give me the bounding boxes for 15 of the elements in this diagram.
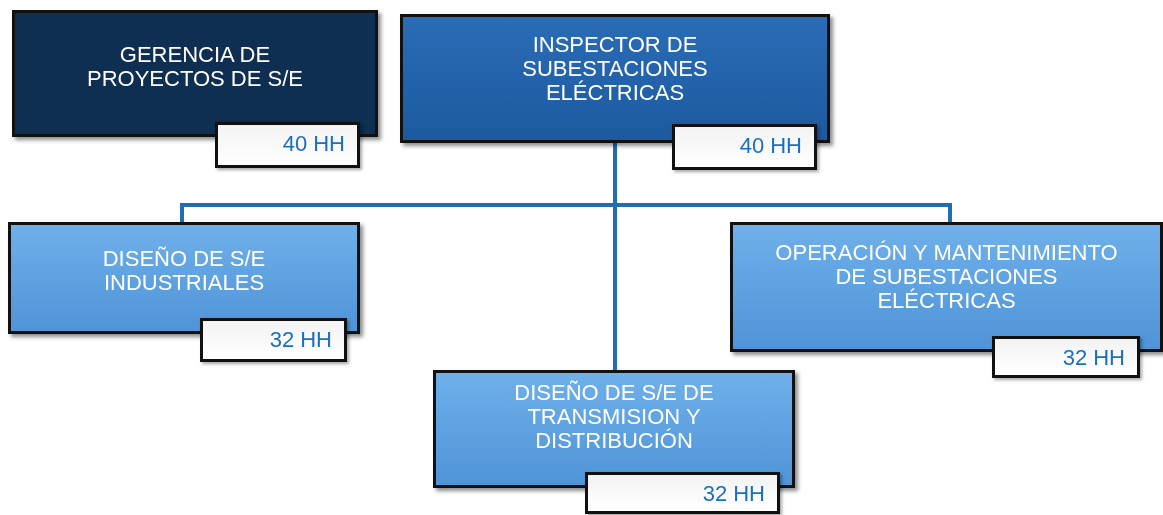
hours-badge: 32 HH (992, 336, 1140, 378)
role-title: DISEÑO DE S/E INDUSTRIALES (101, 247, 267, 295)
connector-line (613, 143, 952, 222)
role-title: GERENCIA DE PROYECTOS DE S/E (86, 43, 304, 91)
role-title: OPERACIÓN Y MANTENIMIENTO DE SUBESTACIONES ELÉCTRICAS (774, 241, 1119, 313)
role-title: INSPECTOR DE SUBESTACIONES ELÉCTRICAS (521, 33, 709, 105)
role-box (8, 222, 360, 334)
role-title: DISEÑO DE S/E DE TRANSMISION Y DISTRIBUCIÓN (513, 381, 715, 453)
role-box (433, 370, 795, 488)
hours-badge: 32 HH (585, 472, 780, 514)
hours-badge: 32 HH (200, 318, 347, 362)
role-box (12, 10, 378, 137)
role-box (730, 222, 1163, 352)
hours-badge: 40 HH (215, 122, 360, 168)
hours-badge: 40 HH (672, 124, 817, 170)
